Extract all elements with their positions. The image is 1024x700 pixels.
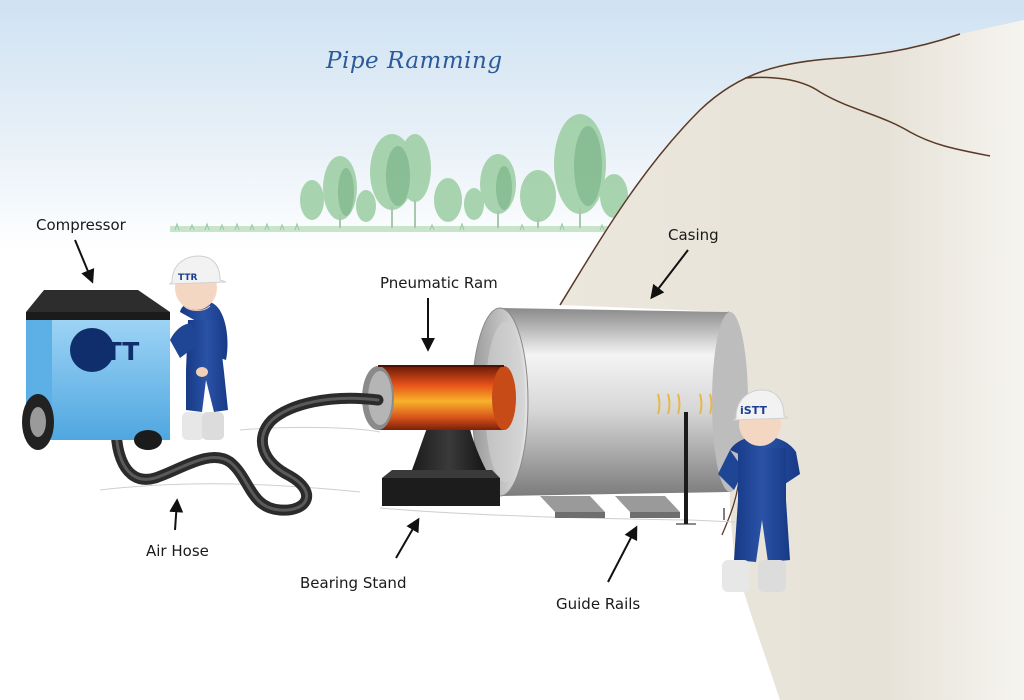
callout-arrows [74, 239, 689, 583]
compressor-logo: iSTT [78, 337, 139, 366]
vibration-marks [657, 393, 713, 415]
helmet-logo: TTR [178, 273, 197, 283]
helmet-logo: iSTT [740, 404, 767, 417]
label-compressor: Compressor [36, 216, 126, 234]
bearing-stand-arrow-icon [395, 517, 420, 559]
guide-rails-icon [540, 496, 680, 518]
label-pneumatic-ram: Pneumatic Ram [380, 274, 498, 292]
worker-icon [718, 389, 800, 592]
label-air-hose: Air Hose [146, 542, 209, 560]
label-guide-rails: Guide Rails [556, 595, 641, 613]
hill-ridge-line [744, 76, 991, 157]
label-bearing-stand: Bearing Stand [300, 574, 407, 592]
guide-rails-arrow-icon [607, 525, 638, 583]
hill-outline [559, 33, 961, 306]
compressor-arrow-icon [74, 239, 95, 284]
pneumatic-ram-icon [362, 365, 516, 430]
hill-embankment [560, 20, 1024, 700]
label-casing: Casing [668, 226, 719, 244]
air-hose-arrow-icon [169, 498, 184, 531]
diagram-title: Pipe Ramming [326, 48, 503, 74]
compressor-icon [22, 290, 170, 450]
casing-arrow-icon [650, 249, 689, 300]
worker-icon [168, 255, 228, 440]
